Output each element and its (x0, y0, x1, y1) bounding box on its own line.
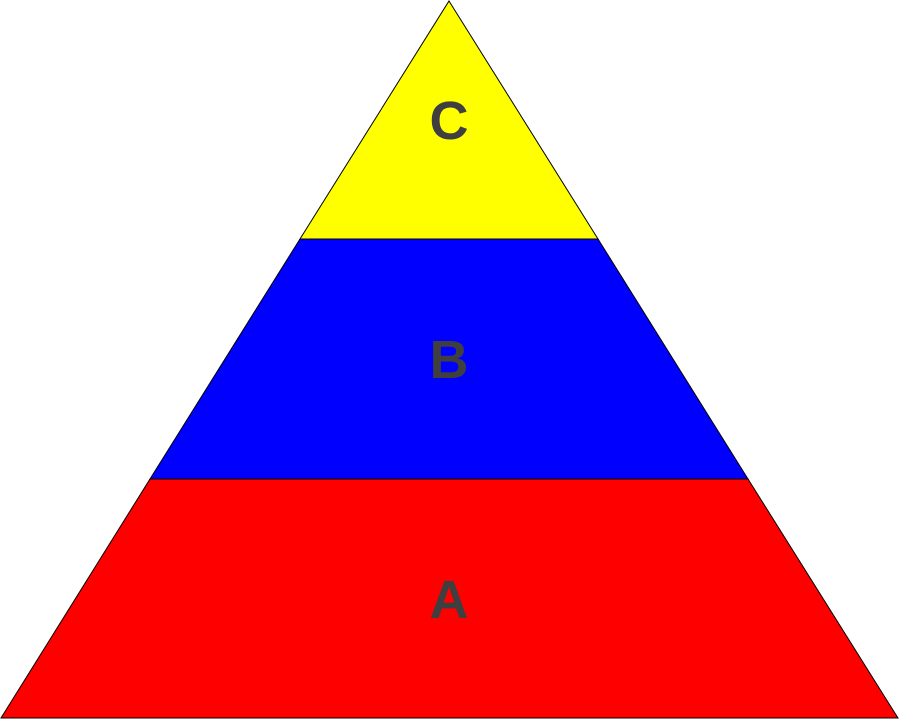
tier-middle: B (149, 238, 749, 480)
tier-middle-label: B (430, 330, 469, 390)
tier-top-label: C (430, 91, 469, 151)
tier-top: C (299, 0, 599, 240)
tier-bottom: A (0, 478, 899, 719)
tier-bottom-shape (0, 478, 899, 719)
tier-bottom-label: A (430, 570, 469, 630)
